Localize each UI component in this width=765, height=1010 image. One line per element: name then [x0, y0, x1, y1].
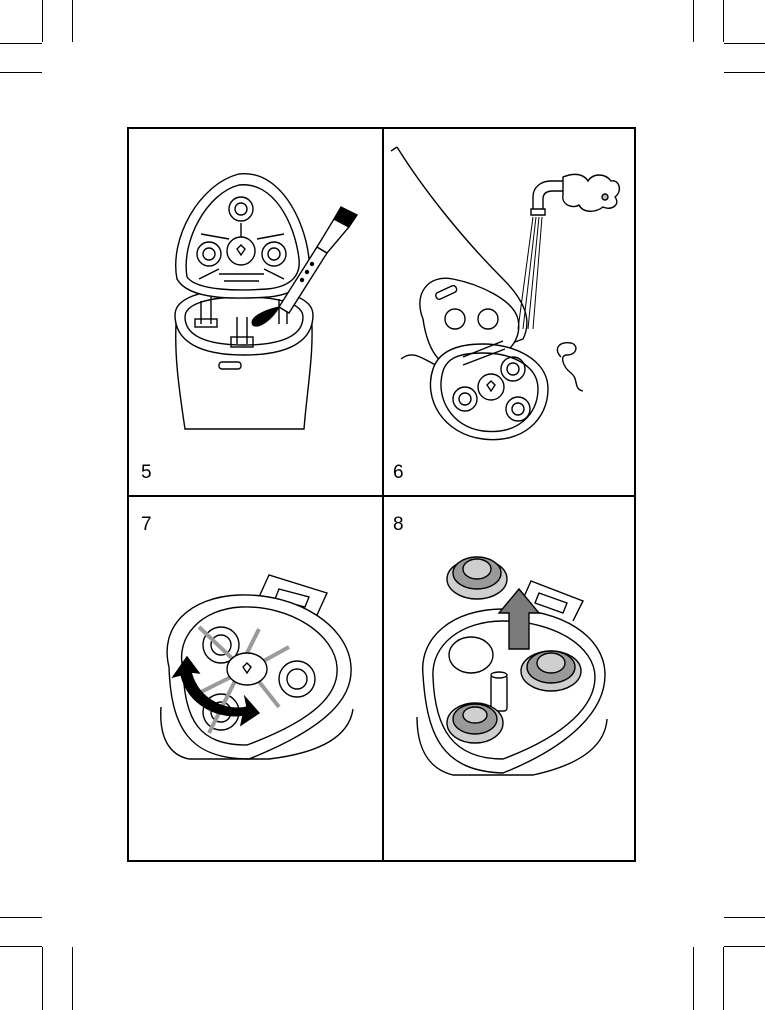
- shaver-rinse-tap-icon: [383, 129, 635, 459]
- crop-mark: [724, 946, 765, 947]
- crop-mark: [0, 43, 42, 44]
- crop-mark: [724, 72, 765, 73]
- crop-mark: [42, 0, 43, 42]
- crop-mark: [724, 43, 765, 44]
- shaving-unit-retaining-frame-icon: [129, 497, 381, 862]
- step-number-5: 5: [141, 463, 152, 482]
- crop-mark: [0, 72, 42, 73]
- shaver-brush-cleaning-icon: [129, 129, 381, 459]
- crop-mark: [693, 0, 694, 42]
- crop-mark: [0, 917, 42, 918]
- step-number-6: 6: [393, 463, 404, 482]
- cutter-removal-icon: [383, 497, 635, 862]
- crop-mark: [0, 946, 42, 947]
- crop-mark: [723, 947, 724, 1010]
- crop-mark: [42, 947, 43, 1010]
- crop-mark: [724, 917, 765, 918]
- crop-mark: [693, 947, 694, 1010]
- crop-mark: [723, 0, 724, 42]
- crop-mark: [72, 947, 73, 1010]
- crop-mark: [72, 0, 73, 42]
